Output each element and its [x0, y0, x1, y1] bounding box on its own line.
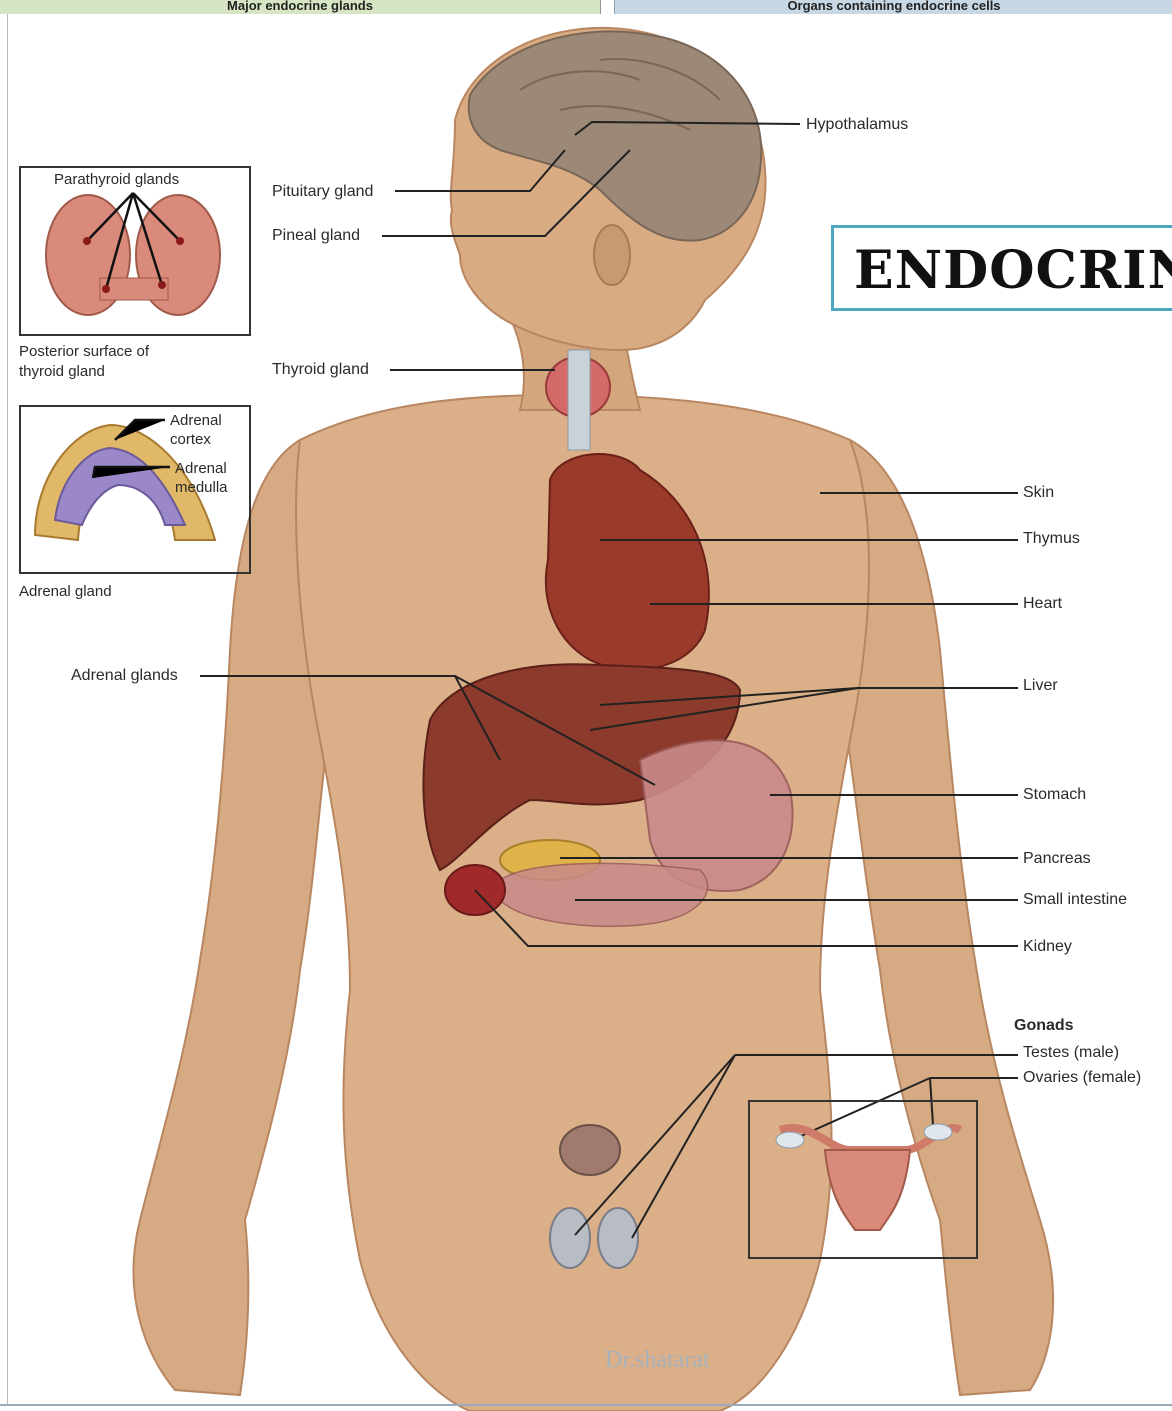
intestine-organ: [500, 863, 708, 926]
header-major-endocrine-glands: Major endocrine glands: [0, 0, 601, 14]
adrenal-medulla-label-line2: medulla: [175, 479, 228, 497]
skin-label: Skin: [1023, 484, 1054, 502]
ovary-inset-box: [748, 1100, 978, 1259]
gonads-label: Gonads: [1014, 1017, 1074, 1035]
thymus-label: Thymus: [1023, 530, 1080, 548]
heart-label: Heart: [1023, 595, 1062, 613]
bladder: [560, 1125, 620, 1175]
ovaries-label: Ovaries (female): [1023, 1069, 1141, 1087]
parathyroid-glands-label: Parathyroid glands: [54, 171, 179, 189]
parathyroid-inset-box: [19, 166, 251, 336]
posterior-surface-caption-line2: thyroid gland: [19, 363, 105, 381]
posterior-surface-caption-line1: Posterior surface of: [19, 343, 149, 361]
adrenal-cortex-label-line1: Adrenal: [170, 412, 222, 430]
testis-left: [550, 1208, 590, 1268]
pineal-gland-label: Pineal gland: [272, 227, 360, 245]
small-intestine-label: Small intestine: [1023, 891, 1127, 909]
pancreas-label: Pancreas: [1023, 850, 1091, 868]
trachea: [568, 350, 590, 450]
testes-label: Testes (male): [1023, 1044, 1119, 1062]
adrenal-cortex-label-line2: cortex: [170, 431, 211, 449]
bottom-border: [0, 1404, 1172, 1406]
thyroid-gland-label: Thyroid gland: [272, 361, 369, 379]
adrenal-gland-caption: Adrenal gland: [19, 583, 112, 601]
header-organs-containing-endocrine-cells: Organs containing endocrine cells: [614, 0, 1172, 14]
hypothalamus-label: Hypothalamus: [806, 116, 908, 134]
title-box: ENDOCRIN: [831, 225, 1172, 311]
adrenal-medulla-label-line1: Adrenal: [175, 460, 227, 478]
kidney-label: Kidney: [1023, 938, 1072, 956]
pituitary-gland-label: Pituitary gland: [272, 183, 373, 201]
stomach-label: Stomach: [1023, 786, 1086, 804]
adrenal-glands-label: Adrenal glands: [71, 667, 178, 685]
watermark: Dr.shatarat: [605, 1347, 710, 1374]
page-title: ENDOCRIN: [854, 240, 1172, 301]
liver-label: Liver: [1023, 677, 1058, 695]
